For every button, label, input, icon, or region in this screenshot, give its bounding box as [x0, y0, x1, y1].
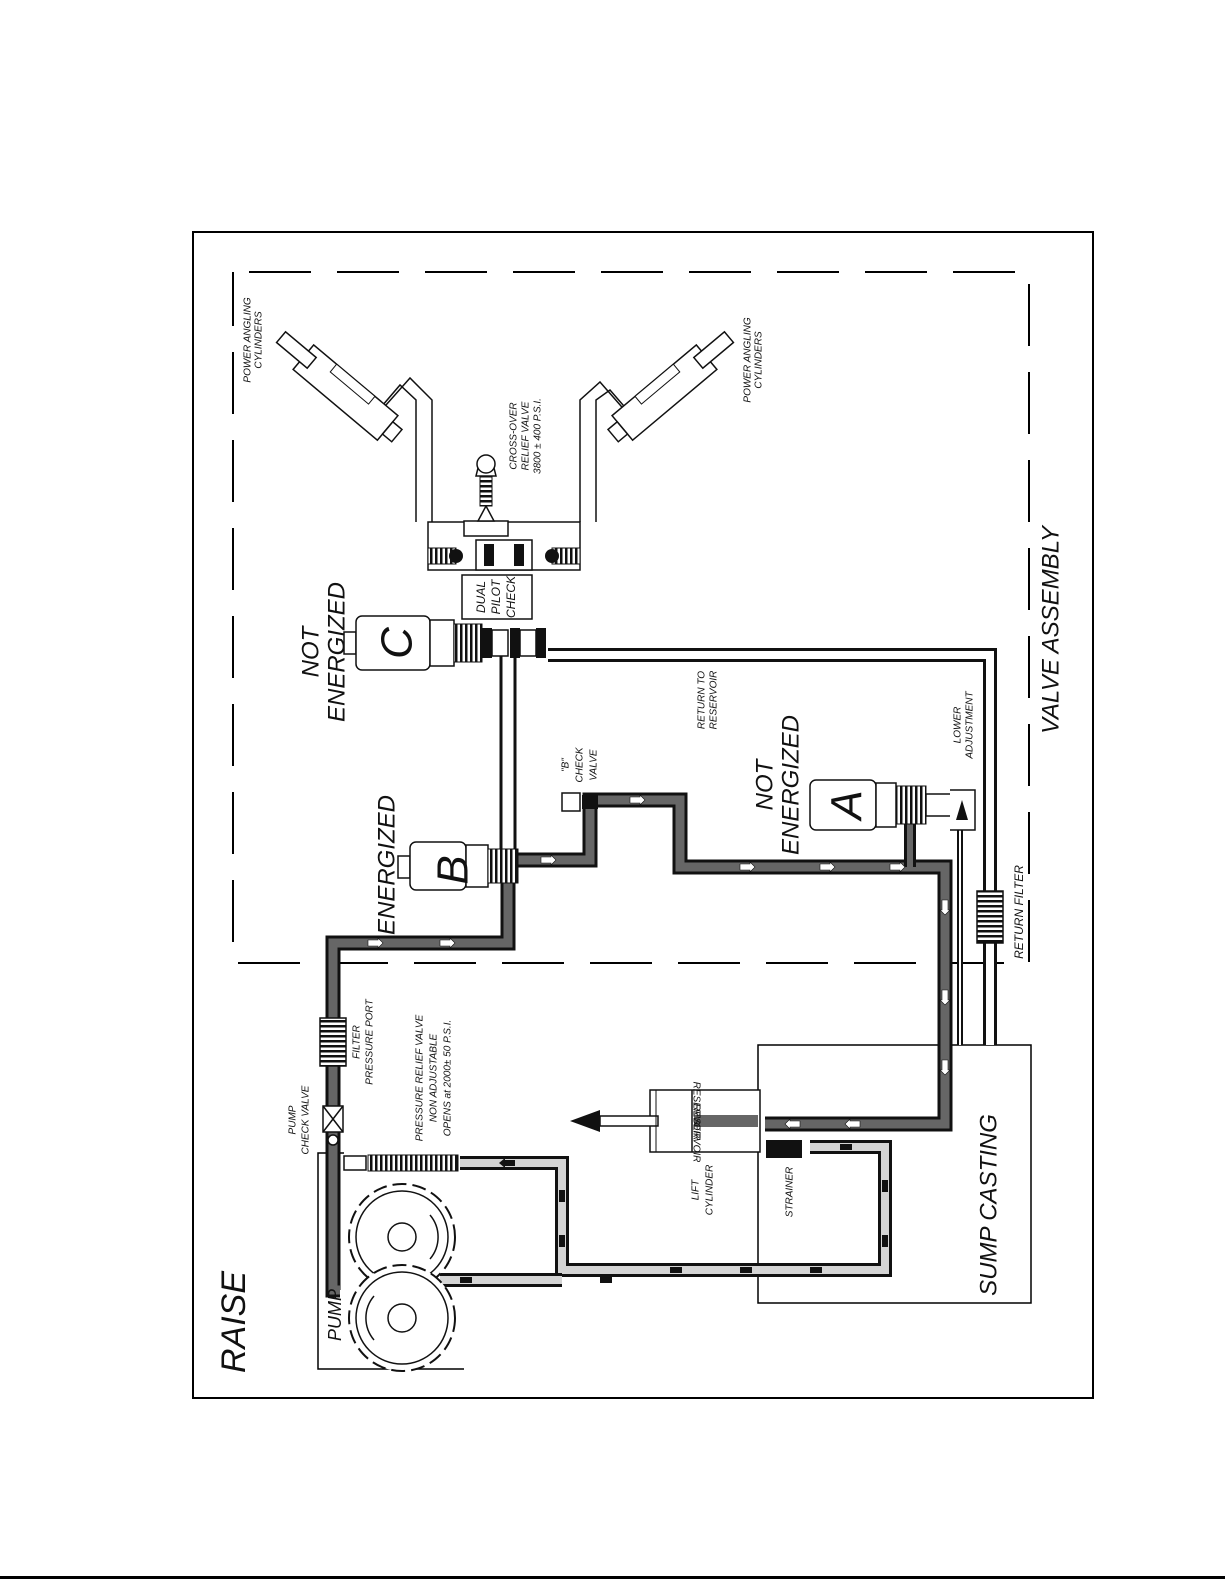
valve-b-state: ENERGIZED — [373, 795, 400, 935]
flow-arrows-suction — [460, 1144, 888, 1283]
valve-c — [343, 615, 546, 671]
power-angling-left-1: POWER ANGLING — [243, 297, 254, 382]
prv-2: NON ADJUSTABLE — [429, 1034, 440, 1123]
valve-a-state-line2: ENERGIZED — [777, 715, 804, 855]
b-check-1: "B" — [561, 758, 572, 772]
lift-1: LIFT — [691, 1179, 702, 1200]
power-angling-left-2: CYLINDERS — [254, 311, 265, 369]
valve-a-state-line1: NOT — [751, 757, 778, 810]
pump-gears — [348, 1183, 456, 1372]
reservoir-top: RESERVOIR — [690, 1082, 701, 1141]
valve-assembly-label: VALVE ASSEMBLY — [1037, 524, 1064, 734]
b-check-3: VALVE — [589, 749, 600, 780]
flow-arrows-pressure — [327, 794, 951, 1130]
crossover-1: CROSS-OVER — [509, 402, 520, 469]
outer-frame — [192, 231, 1094, 1399]
return-filter-label: RETURN FILTER — [1012, 865, 1026, 959]
strainer — [766, 1140, 802, 1158]
filter-1: FILTER — [352, 1025, 363, 1059]
valve-assembly-boundary — [232, 271, 1030, 964]
right-angling-cylinder — [606, 330, 735, 443]
power-angling-right-2: CYLINDERS — [754, 331, 765, 389]
valve-b — [397, 841, 519, 891]
mode-title: RAISE — [215, 1271, 253, 1373]
idle-lines — [499, 648, 997, 1045]
lift-cylinder — [570, 1089, 761, 1153]
valve-b-letter: B — [429, 855, 478, 884]
valve-c-state-line1: NOT — [297, 624, 324, 677]
prv-1: PRESSURE RELIEF VALVE — [415, 1014, 426, 1141]
crossover-3: 3800 ± 400 P.S.I. — [533, 398, 544, 474]
pump-check-valve — [322, 1105, 344, 1146]
b-check-2: CHECK — [575, 746, 586, 782]
lower-adj-2: ADJUSTMENT — [965, 691, 976, 760]
lower-adj-1: LOWER — [953, 707, 964, 744]
valve-a-letter: A — [823, 790, 872, 822]
power-angling-right-1: POWER ANGLING — [743, 317, 754, 402]
sump-casting-label: SUMP CASTING — [975, 1114, 1002, 1296]
valve-c-state-line2: ENERGIZED — [323, 582, 350, 722]
pump-check-2: CHECK VALVE — [301, 1085, 312, 1154]
filter-2: PRESSURE PORT — [365, 998, 376, 1084]
crossover-relief-valve — [463, 454, 509, 537]
dual-pilot-2: PILOT — [489, 578, 503, 614]
valve-a — [809, 779, 976, 831]
suction-lines — [440, 1140, 892, 1287]
page-bottom-rule — [0, 1576, 1225, 1579]
left-angling-cylinder — [275, 330, 404, 443]
return-filter — [976, 890, 1004, 944]
pump-label: PUMP — [325, 1289, 345, 1341]
valve-c-letter: C — [373, 626, 422, 659]
crossover-2: RELIEF VALVE — [521, 401, 532, 470]
b-check-valve — [561, 792, 598, 812]
sump-casting-box — [757, 1044, 1032, 1304]
lift-2: CYLINDER — [705, 1165, 716, 1216]
return-to-1: RETURN TO — [697, 671, 708, 729]
return-to-2: RESERVOIR — [709, 671, 720, 730]
strainer-label: STRAINER — [785, 1167, 796, 1218]
pump-check-1: PUMP — [288, 1105, 299, 1134]
dual-pilot-1: DUAL — [474, 581, 488, 613]
reservoir-bottom: RESERVOIR — [690, 1104, 701, 1163]
pressure-relief-valve — [343, 1154, 459, 1172]
dual-pilot-3: CHECK — [504, 575, 518, 618]
pressure-port-filter — [319, 1017, 347, 1067]
angling-cylinder-lines — [369, 376, 637, 522]
prv-3: OPENS at 2000± 50 P.S.I. — [443, 1020, 454, 1136]
